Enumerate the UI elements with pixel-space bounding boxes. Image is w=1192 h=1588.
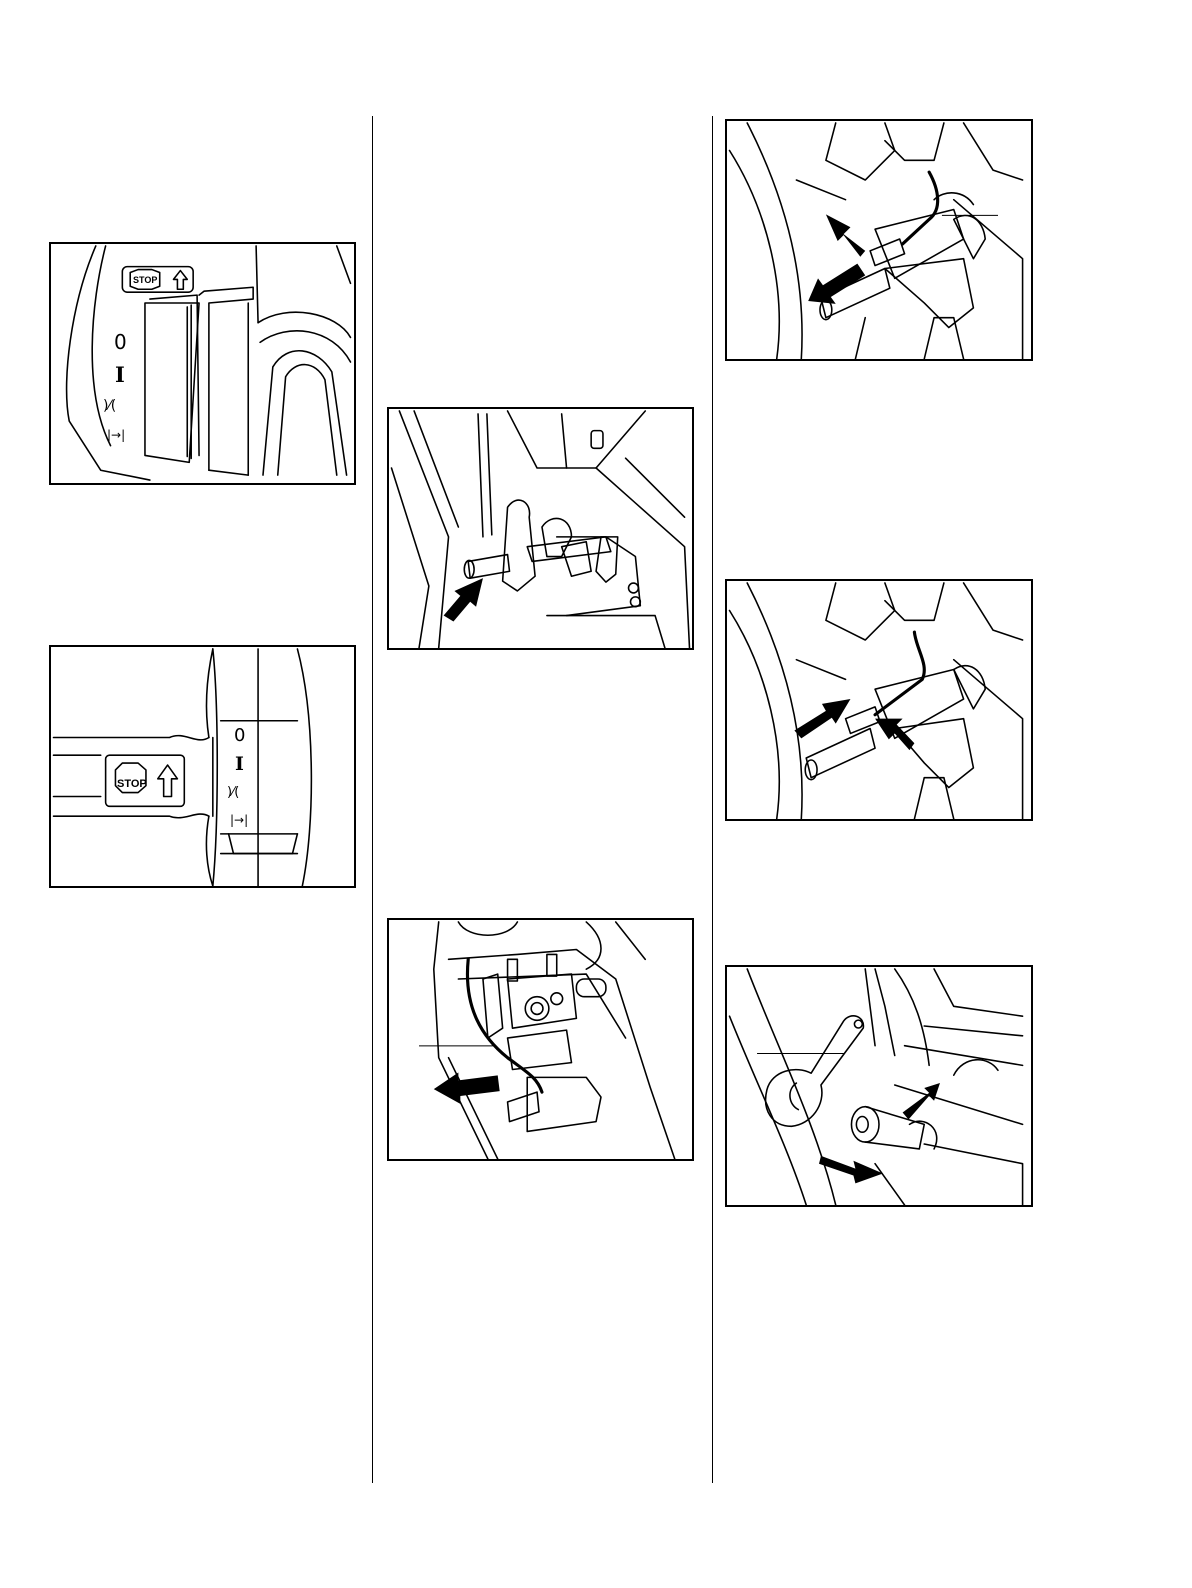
symbol-run: I bbox=[235, 753, 244, 775]
column-divider-left bbox=[372, 116, 373, 1483]
figure-wrench-fit bbox=[725, 965, 1033, 1207]
figure-cable-install bbox=[725, 579, 1033, 821]
stop-label: STOP bbox=[133, 275, 157, 285]
column-divider-right bbox=[712, 116, 713, 1483]
symbol-stop: 0 bbox=[234, 725, 245, 746]
switch-top-illustration bbox=[51, 244, 354, 483]
pull-arrow-icon bbox=[808, 264, 865, 304]
push-arrow-icon bbox=[444, 578, 483, 621]
wrench-fit-illustration bbox=[727, 967, 1031, 1205]
push-arrow-icon bbox=[875, 719, 914, 750]
symbol-run: I bbox=[115, 362, 125, 387]
throttle-rod-illustration bbox=[389, 409, 692, 648]
pull-arrow-icon bbox=[434, 1072, 500, 1103]
push-arrow-icon bbox=[794, 699, 850, 738]
figure-cable-remove bbox=[725, 119, 1033, 361]
cable-remove-illustration bbox=[727, 121, 1031, 359]
switch-side-illustration bbox=[51, 647, 354, 886]
carburetor-illustration bbox=[389, 920, 692, 1159]
figure-switch-side-view: STOP 0 I )⁄( |→| bbox=[49, 645, 356, 888]
up-arrow-icon bbox=[158, 765, 178, 796]
figure-throttle-rod bbox=[387, 407, 694, 650]
stop-label: STOP bbox=[117, 778, 147, 790]
up-arrow-icon bbox=[173, 271, 187, 290]
symbol-half-throttle: )⁄( bbox=[103, 398, 116, 414]
figure-switch-top-view: STOP 0 I )⁄( |→| bbox=[49, 242, 356, 485]
symbol-choke: |→| bbox=[107, 428, 125, 442]
symbol-choke: |→| bbox=[230, 813, 248, 827]
push-arrow-icon bbox=[826, 214, 865, 256]
symbol-half-throttle: )⁄( bbox=[227, 785, 239, 800]
symbol-stop: 0 bbox=[114, 330, 127, 354]
figure-carburetor-cable bbox=[387, 918, 694, 1161]
cable-install-illustration bbox=[727, 581, 1031, 819]
